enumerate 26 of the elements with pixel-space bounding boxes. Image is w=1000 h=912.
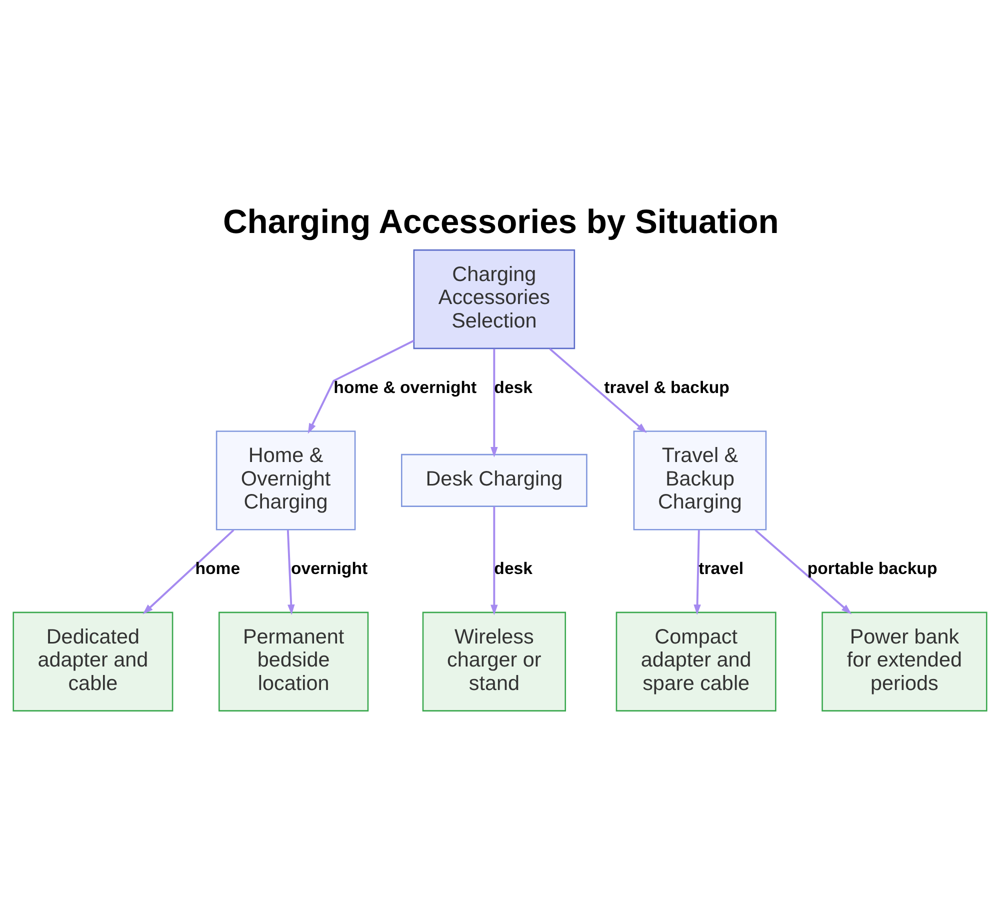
node-box: Home & Overnight Charging — [216, 430, 356, 530]
node-box: Power bank for extended periods — [822, 611, 988, 711]
edge-label: travel — [698, 558, 744, 578]
node-box: Dedicated adapter and cable — [12, 611, 174, 711]
node-box: Travel & Backup Charging — [633, 430, 767, 530]
node-box: Charging Accessories Selection — [413, 248, 576, 349]
arrow — [549, 348, 647, 432]
diagram-title: Charging Accessories by Situation — [223, 203, 779, 240]
arrow — [286, 530, 295, 614]
node-box: Desk Charging — [400, 453, 588, 506]
arrow — [308, 339, 414, 434]
edge-label: portable backup — [807, 558, 938, 578]
node-box: Permanent bedside location — [218, 611, 369, 711]
edge-label: travel & backup — [604, 377, 730, 396]
edge-label: home & overnight — [334, 377, 477, 396]
arrow — [754, 528, 852, 614]
node-box: Wireless charger or stand — [422, 611, 566, 711]
arrow — [490, 348, 498, 457]
node-box: Compact adapter and spare cable — [616, 611, 776, 711]
edge-label: home — [195, 558, 240, 578]
edge-label: overnight — [290, 558, 368, 578]
edge-label: desk — [494, 558, 533, 578]
arrow — [490, 506, 498, 615]
arrow — [142, 528, 234, 614]
edge-label: desk — [494, 377, 533, 396]
arrow — [694, 530, 701, 614]
